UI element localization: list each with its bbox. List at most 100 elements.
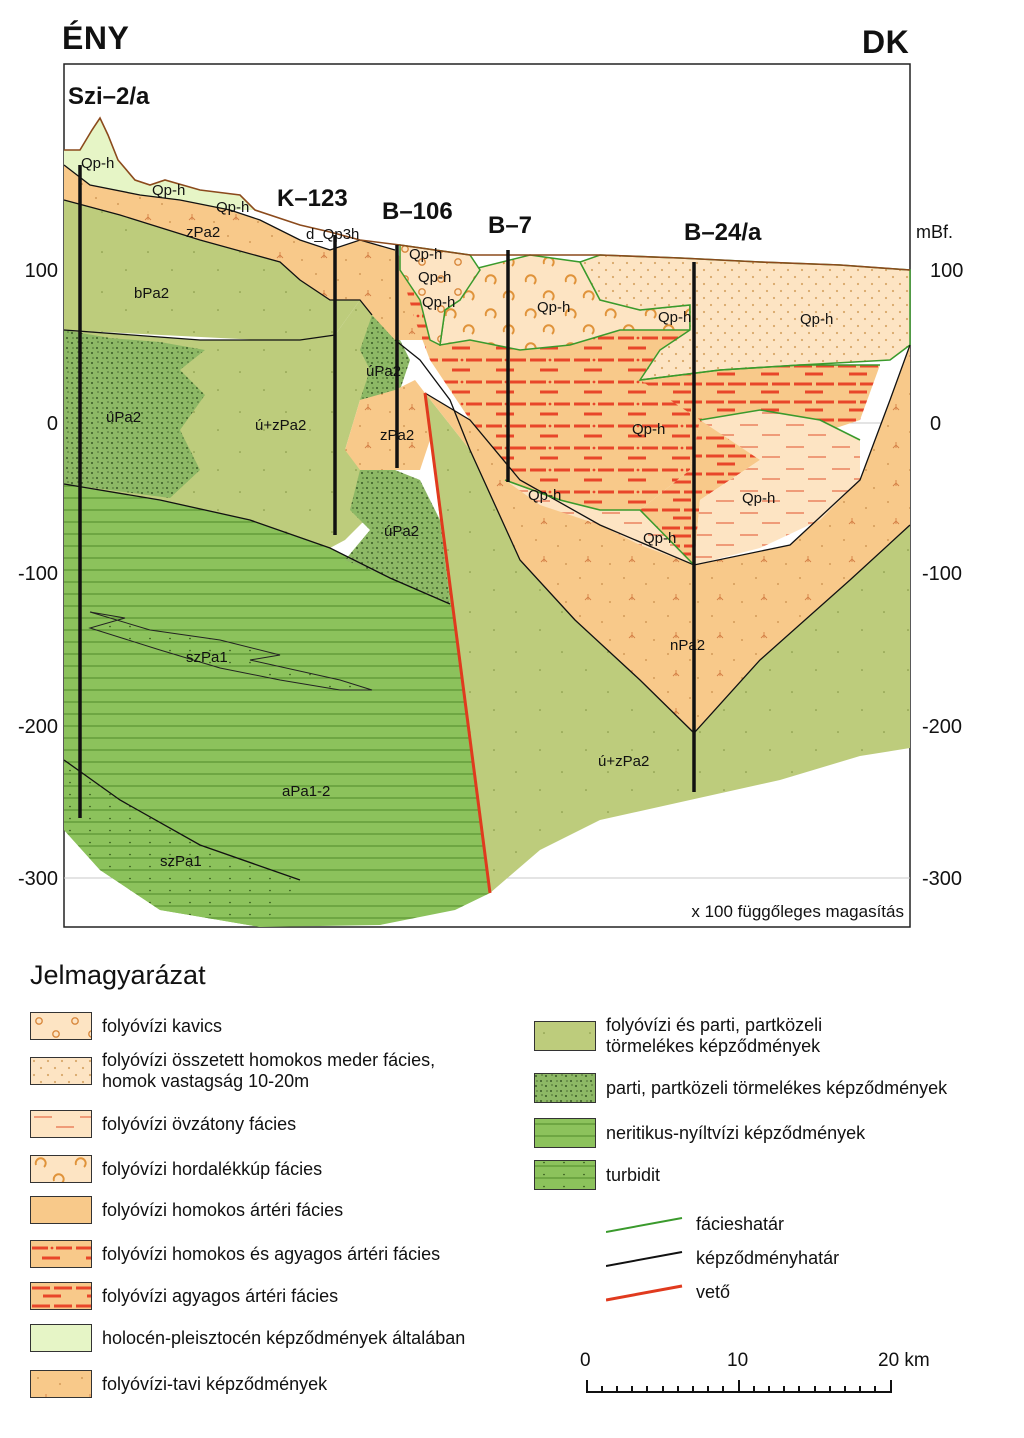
unit-point-bar-mid [505,480,694,565]
label-qph: Qp-h [632,421,665,438]
borehole-label-b24a: B–24/a [684,219,762,246]
label-upa2: úPa2 [366,363,401,380]
unit-label: mBf. [916,222,953,242]
y-tick-left-m100: -100 [18,563,58,585]
y-tick-left-0: 0 [47,413,58,435]
legend-label: neritikus-nyíltvízi képződmények [606,1122,866,1143]
unit-point-bar [694,410,860,565]
label-dqp3h: d_Qp3h [306,226,359,243]
swatch-clay-floodplain [30,1282,92,1310]
label-qph: Qp-h [643,530,676,547]
legend-label: folyóvízi és parti, partközeli törmeléke… [606,1015,823,1056]
label-zpa2: zPa2 [186,224,220,241]
y-tick-right-100: 100 [930,260,963,282]
unit-npa2 [425,345,910,733]
label-qph: Qp-h [409,246,442,263]
swatch-point-bar [30,1110,92,1138]
legend-item-sandclay-floodplain: folyóvízi homokos és agyagos ártéri fáci… [30,1240,440,1268]
borehole-label-b106: B–106 [382,198,453,225]
legend-label: folyóvízi agyagos ártéri fácies [102,1285,339,1306]
label-upa2: úPa2 [106,409,141,426]
swatch-fluvial-lacustrine [30,1370,92,1398]
label-qph: Qp-h [422,294,455,311]
y-tick-right-m300: -300 [922,868,962,890]
direction-southeast: DK [862,24,910,60]
y-tick-left-m300: -300 [18,868,58,890]
legend-label: holocén-pleisztocén képződmények általáb… [102,1327,466,1348]
formation-line-swatch [606,1250,683,1267]
label-qph: Qp-h [742,490,775,507]
scale-label-20: 20 km [878,1350,930,1371]
fault-line-swatch [606,1284,683,1301]
legend-label: folyóvízi összetett homokos meder fácies… [102,1050,436,1091]
geological-cross-section: Szi–2/a K–123 B–106 B–7 B–24/a mBf. 100 … [18,63,963,928]
unit-floodplain-clay [640,365,880,565]
unit-holocene [64,118,255,210]
y-tick-right-m200: -200 [922,716,962,738]
label-szpa1: szPa1 [186,649,228,666]
label-upa2: úPa2 [384,523,419,540]
unit-gravel [399,244,481,347]
borehole-label-szi: Szi–2/a [68,83,150,110]
label-bpa2: bPa2 [134,285,169,302]
unit-upa2-left [64,330,205,498]
label-szpa1: szPa1 [160,853,202,870]
fault-line [423,392,492,894]
legend-label: turbidit [606,1164,661,1185]
legend-label: vető [696,1282,731,1302]
legend-item-alluvial-fan: folyóvízi hordalékkúp fácies [30,1155,322,1183]
swatch-sandclay-floodplain [30,1240,92,1268]
unit-szpa1-lens [88,611,373,691]
legend-label: képződményhatár [696,1248,840,1268]
facies-line-swatch [606,1216,683,1233]
swatch-fluvial-coastal [534,1021,596,1051]
legend-label: folyóvízi homokos ártéri fácies [102,1199,344,1220]
label-qph: Qp-h [216,199,249,216]
y-tick-left-100: 100 [25,260,58,282]
legend-item-neritic: neritikus-nyíltvízi képződmények [534,1118,865,1148]
label-qph: Qp-h [528,487,561,504]
unit-upa2-mid [345,470,450,604]
y-tick-left-m200: -200 [18,716,58,738]
swatch-holocene [30,1324,92,1352]
legend-label: folyóvízi-tavi képződmények [102,1373,328,1394]
legend-item-gravel: folyóvízi kavics [30,1012,222,1040]
label-npa2: nPa2 [670,637,705,654]
legend-label: folyóvízi övzátony fácies [102,1113,297,1134]
unit-bpa2 [64,200,360,340]
label-uzpa2: ú+zPa2 [255,417,306,434]
legend-label: parti, partközeli törmelékes képződménye… [606,1077,948,1098]
swatch-alluvial-fan [30,1155,92,1183]
scale-label-0: 0 [580,1350,591,1371]
y-tick-right-0: 0 [930,413,941,435]
swatch-gravel [30,1012,92,1040]
legend-item-fluvial-coastal: folyóvízi és parti, partközeli törmeléke… [534,1015,822,1057]
unit-floodplain-sandclay [395,250,700,525]
legend-item-sandy-floodplain: folyóvízi homokos ártéri fácies [30,1196,343,1224]
legend-item-turbidite: turbidit [534,1160,660,1190]
legend-item-point-bar: folyóvízi övzátony fácies [30,1110,296,1138]
legend-item-fluvial-lacustrine: folyóvízi-tavi képződmények [30,1370,327,1398]
legend-label: folyóvízi kavics [102,1015,223,1036]
scale-bar [586,1380,892,1393]
legend-item-clay-floodplain: folyóvízi agyagos ártéri fácies [30,1282,338,1310]
legend-line-facies: fácieshatár [606,1214,784,1235]
scale-label-10: 10 [727,1350,749,1371]
borehole-label-b7: B–7 [488,212,532,239]
label-qph: Qp-h [537,299,570,316]
swatch-turbidite [534,1160,596,1190]
legend-label: folyóvízi homokos és agyagos ártéri fáci… [102,1243,441,1264]
y-tick-right-m100: -100 [922,563,962,585]
borehole-lines [78,165,696,818]
facies-boundaries [504,364,880,566]
label-qph: Qp-h [152,182,185,199]
legend-label: folyóvízi hordalékkúp fácies [102,1158,323,1179]
label-zpa2: zPa2 [380,427,414,444]
borehole-label-k123: K–123 [277,185,348,212]
legend-line-fault: vető [606,1282,730,1303]
legend-label: fácieshatár [696,1214,785,1234]
legend-item-channel-sand: folyóvízi összetett homokos meder fácies… [30,1050,435,1092]
label-qph: Qp-h [418,269,451,286]
direction-northwest: ÉNY [62,20,130,56]
label-uzpa2: ú+zPa2 [598,753,649,770]
